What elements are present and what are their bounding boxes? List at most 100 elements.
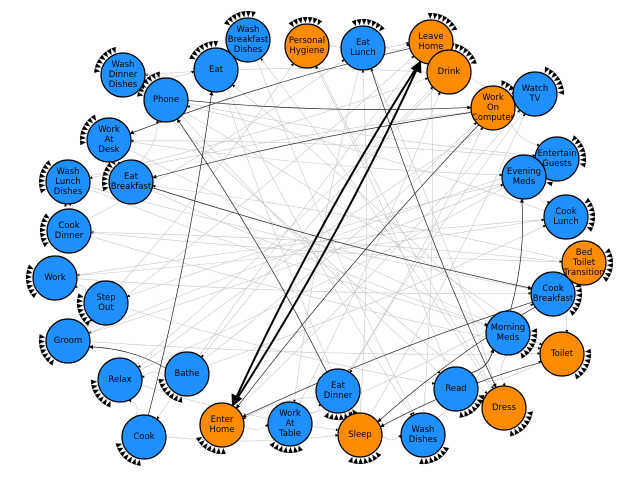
arrow-stubs-wash-dinner-dishes <box>93 46 116 73</box>
arrow-stubs-morning-meds <box>520 328 538 359</box>
edge-step-out-to-personal-hygiene <box>119 63 294 286</box>
node-label-cook-lunch-line-2: Lunch <box>553 217 578 227</box>
edge-entertain-guests-to-work-at-desk <box>130 139 536 159</box>
nodes-layer: WashBreakfastDishesPersonalHygieneEatLun… <box>25 10 614 466</box>
arrow-stubs-leave-home <box>427 12 458 31</box>
arrow-stubs-cook-lunch <box>584 197 596 232</box>
node-work: Work <box>32 255 78 301</box>
edge-wash-breakfast-dishes-to-wash-dishes <box>256 60 415 416</box>
arrow-stubs-wash-breakfast-dishes <box>224 10 256 26</box>
edge-bed-toilet-transition-to-cook-dinner <box>90 230 563 262</box>
edge-eat-dinner-to-phone <box>176 118 328 373</box>
node-circle-work-on-computer <box>470 85 516 131</box>
node-label-morning-meds-line-1: Morning <box>491 323 525 333</box>
node-label-bed-toilet-transition-line-2: Toilet <box>572 258 596 268</box>
node-label-personal-hygiene-line-2: Hygiene <box>289 46 324 56</box>
node-circle-evening-meds <box>501 154 547 200</box>
edge-cook-to-sleep <box>165 434 339 442</box>
node-label-groom: Groom <box>54 336 83 346</box>
node-circle-wash-lunch-dishes <box>45 159 91 205</box>
node-circle-eat-breakfast <box>108 159 154 205</box>
node-label-enter-home-line-2: Home <box>209 425 234 435</box>
edge-work-at-desk-to-evening-meds <box>130 141 503 177</box>
arrow-stubs-cook <box>115 443 141 466</box>
node-bathe: Bathe <box>164 351 210 397</box>
node-circle-read <box>433 366 479 412</box>
node-label-cook-breakfast-line-1: Cook <box>542 284 563 294</box>
edge-leave-home-to-enter-home <box>231 60 422 407</box>
edge-sleep-to-eat-lunch <box>359 69 367 414</box>
edge-step-out-to-read <box>127 307 435 385</box>
node-circle-eat-dinner <box>315 368 361 414</box>
edge-relax-to-drink <box>135 86 434 366</box>
node-relax: Relax <box>97 357 143 403</box>
node-circle-work <box>32 255 78 301</box>
edge-cook-breakfast-to-enter-home <box>242 301 533 418</box>
arrow-stubs-watch-tv <box>544 66 565 95</box>
arrow-stubs-work-at-desk <box>79 114 97 146</box>
edge-cook-to-relax <box>128 399 138 417</box>
node-label-entertain-guests-line-1: Entertain <box>537 149 576 159</box>
node-circle-groom <box>45 318 91 364</box>
edge-groom-to-toilet <box>89 341 541 355</box>
node-label-leave-home-line-1: Leave <box>418 32 443 42</box>
edge-morning-meds-to-evening-meds <box>509 198 525 312</box>
edge-eat-lunch-to-leave-home <box>384 43 410 51</box>
node-cook: Cook <box>121 414 167 460</box>
edge-bathe-to-work-on-computer <box>203 122 477 360</box>
edge-eat-breakfast-to-cook-breakfast <box>152 187 533 290</box>
node-circle-cook-dinner <box>46 208 92 254</box>
edge-cook-dinner-to-bed-toilet-transition <box>90 232 563 264</box>
edge-phone-to-entertain-guests <box>187 102 536 157</box>
edge-eat-dinner-to-enter-home <box>242 396 317 420</box>
edge-work-to-cook-breakfast <box>76 278 532 295</box>
arrow-stubs-bed-toilet-transition <box>602 248 614 282</box>
edge-enter-home-to-watch-tv <box>236 109 521 410</box>
node-label-evening-meds-line-1: Evening <box>507 167 541 177</box>
node-label-bed-toilet-transition-line-1: Bed <box>576 248 592 258</box>
node-label-toilet: Toilet <box>550 349 574 359</box>
arrow-stubs-bathe <box>158 378 183 403</box>
node-label-watch-tv-line-1: Watch <box>522 84 548 94</box>
node-label-cook-breakfast-line-2: Breakfast <box>533 294 574 304</box>
node-circle-bed-toilet-transition <box>561 240 607 286</box>
edges-layer <box>57 42 580 442</box>
node-label-leave-home-line-2: Home <box>418 42 443 52</box>
node-circle-watch-tv <box>512 71 558 117</box>
node-label-wash-lunch-dishes-line-2: Lunch <box>55 177 80 187</box>
node-read: Read <box>433 366 479 412</box>
node-groom: Groom <box>45 318 91 364</box>
node-label-sleep: Sleep <box>348 430 372 440</box>
node-label-dress: Dress <box>492 403 517 413</box>
node-circle-morning-meds <box>485 310 531 356</box>
node-label-work-at-table-line-2: At <box>286 419 296 429</box>
edge-cook-lunch-to-phone <box>186 105 545 212</box>
node-circle-personal-hygiene <box>284 23 330 69</box>
node-label-wash-breakfast-dishes-line-3: Dishes <box>234 45 263 55</box>
arrow-stubs-cook-dinner <box>39 213 50 248</box>
node-label-wash-breakfast-dishes-line-1: Wash <box>237 25 260 35</box>
node-sleep: Sleep <box>337 412 383 458</box>
node-dress: Dress <box>481 385 527 431</box>
arrow-stubs-phone <box>137 71 160 97</box>
edge-work-at-table-to-drink <box>298 91 441 405</box>
node-circle-wash-dishes <box>400 412 446 458</box>
node-label-work-on-computer-line-2: On <box>487 103 499 113</box>
edge-enter-home-to-leave-home <box>231 60 422 407</box>
node-circle-wash-breakfast-dishes <box>225 17 271 63</box>
edge-enter-home-to-work-at-table <box>243 424 269 430</box>
edge-evening-meds-to-cook-lunch <box>539 192 551 204</box>
edge-work-to-cook-lunch <box>76 218 545 276</box>
